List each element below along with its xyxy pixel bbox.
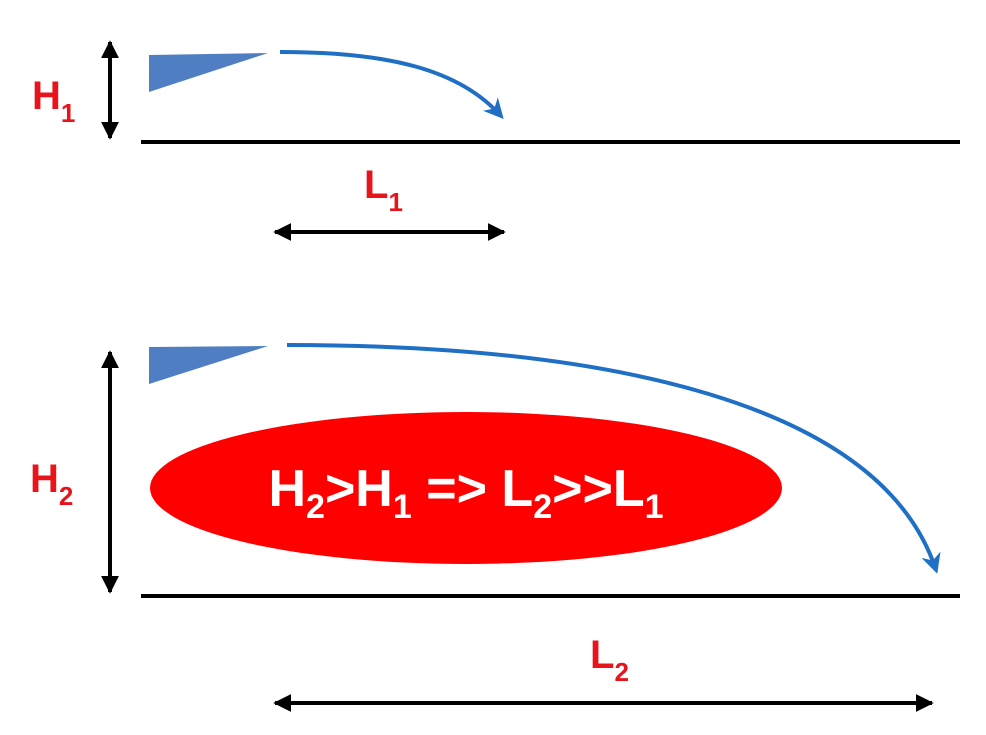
callout-part4-base: >>L (552, 460, 645, 518)
top-length-label-base: L (364, 163, 388, 207)
bottom-panel: H2 H2>H1 => L2>>L1 L2 (30, 343, 960, 712)
callout-part3-base: => L (412, 460, 533, 518)
bottom-trajectory-arrow (286, 343, 941, 574)
top-height-label-sub: 1 (61, 98, 75, 128)
callout-text: H2>H1 => L2>>L1 (268, 460, 663, 526)
bottom-height-label-base: H (30, 457, 59, 501)
callout-part2-base: >H (325, 460, 393, 518)
bottom-height-label-sub: 2 (59, 481, 73, 511)
callout-part2-sub: 1 (393, 488, 412, 526)
bottom-length-label-sub: 2 (614, 657, 628, 687)
top-length-label: L1 (364, 163, 403, 217)
top-height-label-base: H (32, 74, 61, 118)
bottom-height-label: H2 (30, 457, 73, 511)
top-height-label: H1 (32, 74, 75, 128)
callout-part1-sub: 2 (306, 488, 325, 526)
top-panel: H1 L1 (32, 40, 960, 241)
bottom-length-label: L2 (590, 633, 629, 687)
bottom-launch-wedge (149, 346, 268, 384)
callout-part1-base: H (268, 460, 306, 518)
callout-part4-sub: 1 (645, 488, 664, 526)
top-launch-wedge (149, 53, 268, 92)
bottom-length-label-base: L (590, 633, 614, 677)
top-length-label-sub: 1 (388, 187, 402, 217)
callout-ellipse (150, 412, 782, 564)
top-trajectory-arrow (279, 50, 504, 119)
callout-part3-sub: 2 (533, 488, 552, 526)
